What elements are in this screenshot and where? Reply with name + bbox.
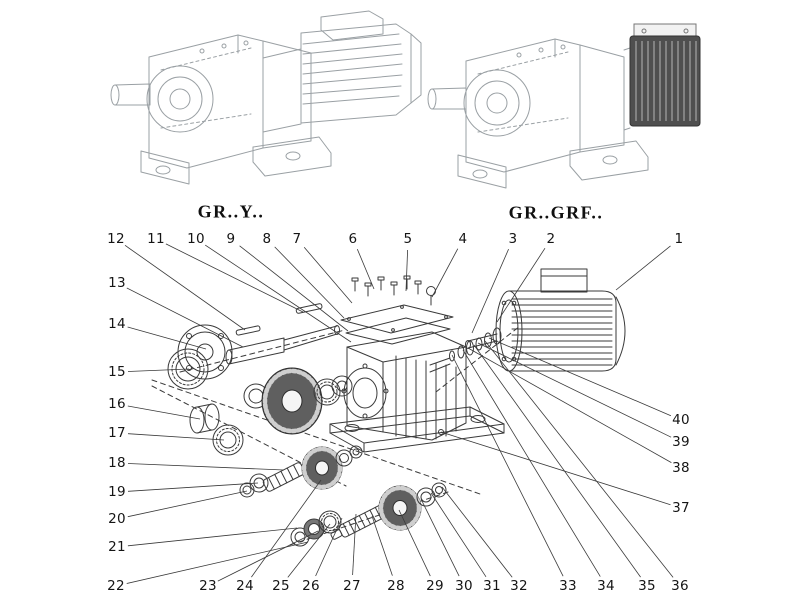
leader-line-22 — [126, 541, 309, 584]
leader-line-19 — [127, 482, 259, 492]
callout-number-24: 24 — [236, 578, 254, 594]
variant-label-right: GR..GRF.. — [508, 202, 604, 223]
exploded-view — [151, 268, 626, 547]
leader-line-25 — [287, 523, 331, 578]
leader-line-17 — [127, 433, 225, 441]
callout-number-28: 28 — [387, 578, 405, 594]
callout-number-21: 21 — [108, 539, 126, 555]
leader-line-20 — [127, 490, 248, 518]
input-shaft — [225, 303, 340, 365]
leader-line-39 — [477, 342, 672, 438]
callout-number-39: 39 — [672, 434, 690, 450]
callout-number-20: 20 — [108, 511, 126, 527]
leader-line-40 — [488, 337, 672, 417]
leader-line-4 — [431, 248, 459, 298]
leader-line-31 — [430, 492, 487, 578]
leader-line-10 — [204, 244, 352, 343]
spacer-and-bearing — [189, 403, 244, 456]
large-gear-assembly — [243, 367, 353, 435]
leader-line-13 — [126, 287, 244, 348]
callout-number-31: 31 — [483, 578, 501, 594]
leader-line-6 — [356, 248, 375, 290]
assembled-gearmotor-right — [427, 38, 649, 189]
callout-number-16: 16 — [108, 396, 126, 412]
callout-number-35: 35 — [638, 578, 656, 594]
leader-line-27 — [352, 513, 357, 576]
compact-drive-block — [629, 23, 701, 127]
leader-line-18 — [127, 463, 285, 471]
leader-line-38 — [467, 347, 672, 463]
leader-line-29 — [398, 509, 431, 577]
callout-number-36: 36 — [671, 578, 689, 594]
leader-line-28 — [371, 515, 393, 576]
leader-line-26 — [315, 517, 343, 577]
leader-line-15 — [127, 368, 190, 372]
leader-line-33 — [451, 354, 564, 577]
callout-number-19: 19 — [108, 484, 126, 500]
leader-line-21 — [127, 527, 298, 547]
callout-number-13: 13 — [108, 275, 126, 291]
callout-number-5: 5 — [403, 231, 413, 247]
leader-line-35 — [473, 344, 641, 578]
callout-number-6: 6 — [348, 231, 358, 247]
callout-number-12: 12 — [107, 231, 125, 247]
callout-number-40: 40 — [672, 412, 690, 428]
callout-number-7: 7 — [292, 231, 302, 247]
leader-line-7 — [303, 247, 353, 304]
leader-line-23 — [217, 530, 319, 582]
callout-number-38: 38 — [672, 460, 690, 476]
leader-line-3 — [471, 248, 509, 334]
callout-number-23: 23 — [199, 578, 217, 594]
assembled-gearmotor-left — [110, 10, 422, 185]
leader-line-14 — [127, 326, 207, 350]
leader-line-36 — [484, 340, 674, 578]
callout-number-17: 17 — [108, 425, 126, 441]
callout-number-30: 30 — [455, 578, 473, 594]
callout-number-27: 27 — [343, 578, 361, 594]
callout-number-18: 18 — [108, 455, 126, 471]
callout-number-22: 22 — [107, 578, 125, 594]
cover-and-bolts — [340, 275, 454, 345]
callout-number-15: 15 — [108, 364, 126, 380]
gearbox-housing — [329, 331, 505, 453]
leader-line-34 — [462, 349, 601, 577]
callout-number-33: 33 — [559, 578, 577, 594]
callout-number-9: 9 — [226, 231, 236, 247]
callout-number-4: 4 — [458, 231, 468, 247]
leader-line-9 — [239, 245, 349, 332]
callout-number-3: 3 — [508, 231, 518, 247]
leader-line-24 — [251, 479, 322, 578]
leader-line-2 — [496, 247, 546, 323]
callout-number-37: 37 — [672, 500, 690, 516]
leader-line-8 — [274, 246, 345, 319]
leader-line-16 — [127, 405, 201, 420]
callout-number-29: 29 — [426, 578, 444, 594]
callout-number-32: 32 — [510, 578, 528, 594]
leader-line-37 — [440, 431, 671, 506]
motor — [465, 268, 626, 372]
leader-line-1 — [615, 245, 671, 291]
callout-number-34: 34 — [597, 578, 615, 594]
leader-line-11 — [165, 243, 304, 313]
callout-number-26: 26 — [302, 578, 320, 594]
callout-number-14: 14 — [108, 316, 126, 332]
callout-number-1: 1 — [674, 231, 684, 247]
variant-label-left: GR..Y.. — [197, 201, 265, 222]
leader-line-12 — [124, 244, 246, 331]
leader-line-32 — [441, 486, 513, 578]
callout-number-2: 2 — [546, 231, 556, 247]
output-flange-and-bearing — [167, 324, 233, 390]
callout-number-10: 10 — [187, 231, 205, 247]
leader-line-30 — [420, 498, 460, 577]
callout-number-11: 11 — [147, 231, 165, 247]
intermediate-gear-cluster — [239, 445, 363, 498]
leader-line-5 — [405, 249, 408, 292]
callout-number-25: 25 — [272, 578, 290, 594]
callout-number-8: 8 — [262, 231, 272, 247]
